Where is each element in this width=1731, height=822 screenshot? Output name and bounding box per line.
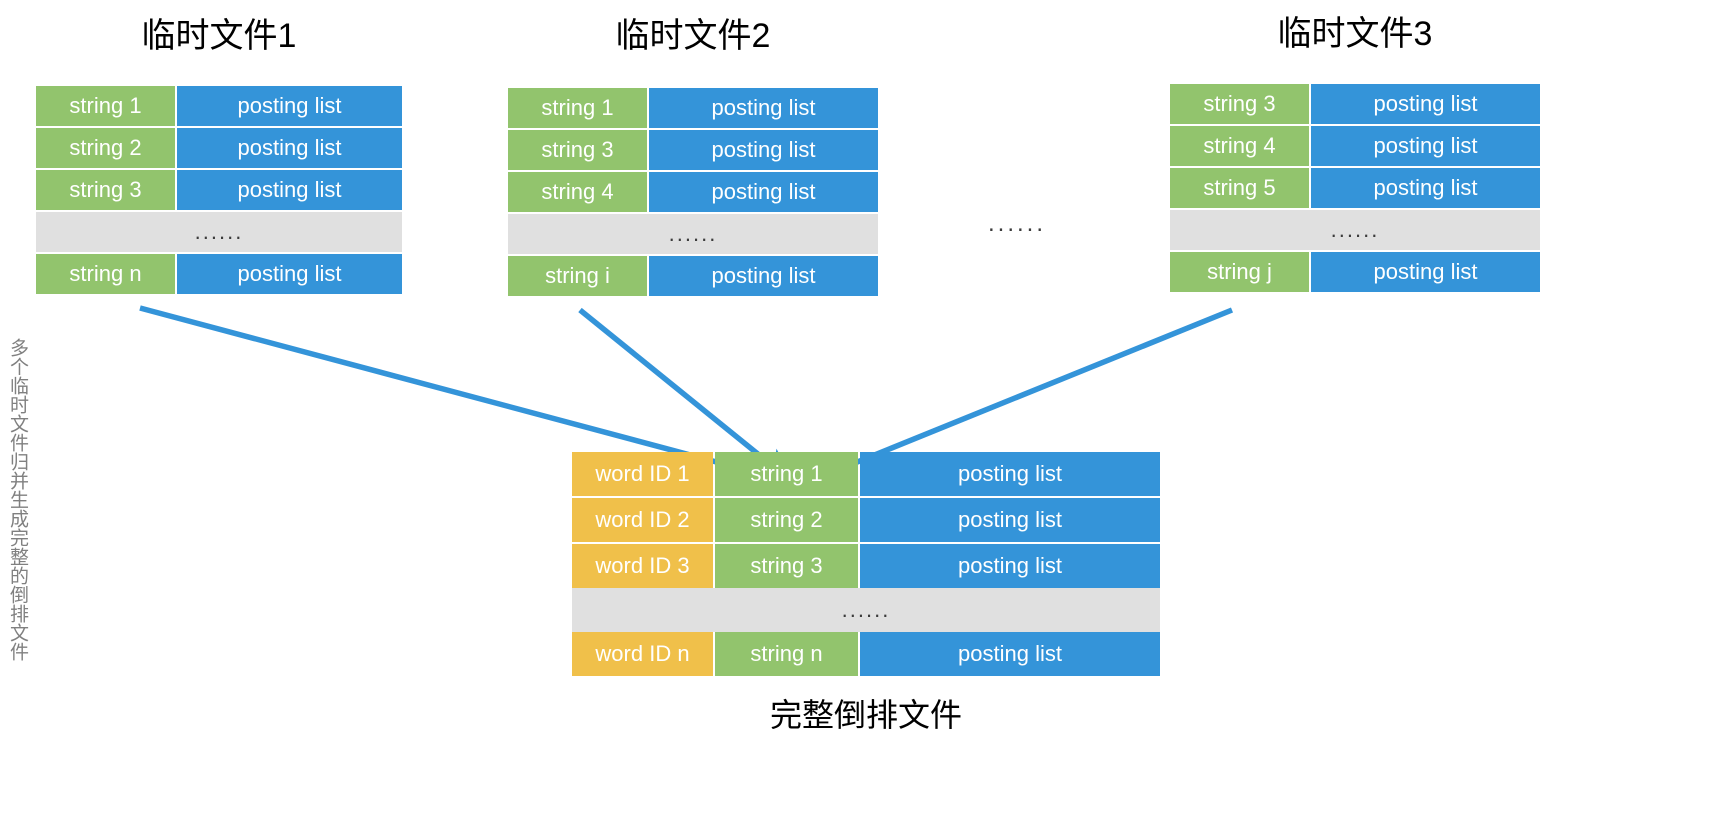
word-id-cell: word ID n — [572, 632, 713, 676]
temp-file-3-title: 临时文件3 — [1277, 15, 1433, 53]
table-row[interactable]: word ID 3 string 3 posting list — [572, 544, 1160, 588]
table-row[interactable]: string 1 posting list — [36, 86, 402, 126]
string-cell: string 2 — [36, 128, 175, 168]
table-row[interactable]: word ID 2 string 2 posting list — [572, 498, 1160, 542]
posting-list-cell: posting list — [649, 172, 878, 212]
string-cell: string 3 — [36, 170, 175, 210]
table-row-ellipsis: ...... — [508, 214, 878, 254]
between-files-ellipsis: ...... — [988, 210, 1047, 237]
table-row[interactable]: string 5 posting list — [1170, 168, 1540, 208]
ellipsis-label: ...... — [36, 212, 402, 252]
string-cell: string 1 — [36, 86, 175, 126]
posting-list-cell: posting list — [1311, 84, 1540, 124]
posting-list-cell: posting list — [1311, 168, 1540, 208]
merged-inverted-file-table: word ID 1 string 1 posting list word ID … — [572, 452, 1160, 676]
string-cell: string 3 — [1170, 84, 1309, 124]
string-cell: string 1 — [508, 88, 647, 128]
posting-list-cell: posting list — [649, 256, 878, 296]
string-cell: string 3 — [715, 544, 858, 588]
table-row[interactable]: string 1 posting list — [508, 88, 878, 128]
posting-list-cell: posting list — [177, 86, 402, 126]
string-cell: string 2 — [715, 498, 858, 542]
string-cell: string 4 — [1170, 126, 1309, 166]
posting-list-cell: posting list — [1311, 252, 1540, 292]
temp-file-1-table: string 1 posting list string 2 posting l… — [36, 86, 402, 294]
temp-file-3-table: string 3 posting list string 4 posting l… — [1170, 84, 1540, 292]
string-cell: string 1 — [715, 452, 858, 496]
string-cell: string 4 — [508, 172, 647, 212]
posting-list-cell: posting list — [860, 632, 1160, 676]
posting-list-cell: posting list — [649, 130, 878, 170]
table-row[interactable]: string 3 posting list — [508, 130, 878, 170]
posting-list-cell: posting list — [649, 88, 878, 128]
table-row[interactable]: string 4 posting list — [1170, 126, 1540, 166]
posting-list-cell: posting list — [860, 498, 1160, 542]
posting-list-cell: posting list — [860, 544, 1160, 588]
string-cell: string i — [508, 256, 647, 296]
table-row[interactable]: string 3 posting list — [1170, 84, 1540, 124]
merged-file-caption: 完整倒排文件 — [769, 697, 962, 733]
table-row[interactable]: string 4 posting list — [508, 172, 878, 212]
word-id-cell: word ID 2 — [572, 498, 713, 542]
posting-list-cell: posting list — [860, 452, 1160, 496]
table-row[interactable]: string n posting list — [36, 254, 402, 294]
word-id-cell: word ID 1 — [572, 452, 713, 496]
ellipsis-label: ...... — [1170, 210, 1540, 250]
temp-file-1-title: 临时文件1 — [141, 17, 297, 55]
posting-list-cell: posting list — [177, 170, 402, 210]
table-row[interactable]: string 3 posting list — [36, 170, 402, 210]
string-cell: string n — [715, 632, 858, 676]
table-row[interactable]: word ID 1 string 1 posting list — [572, 452, 1160, 496]
string-cell: string 3 — [508, 130, 647, 170]
table-row-ellipsis: ...... — [36, 212, 402, 252]
posting-list-cell: posting list — [177, 254, 402, 294]
posting-list-cell: posting list — [177, 128, 402, 168]
table-row-ellipsis: ...... — [572, 588, 1160, 632]
string-cell: string j — [1170, 252, 1309, 292]
table-row-ellipsis: ...... — [1170, 210, 1540, 250]
string-cell: string n — [36, 254, 175, 294]
table-row[interactable]: string j posting list — [1170, 252, 1540, 292]
table-row[interactable]: string i posting list — [508, 256, 878, 296]
table-row[interactable]: word ID n string n posting list — [572, 632, 1160, 676]
string-cell: string 5 — [1170, 168, 1309, 208]
temp-file-2-title: 临时文件2 — [615, 17, 771, 55]
word-id-cell: word ID 3 — [572, 544, 713, 588]
ellipsis-label: ...... — [572, 588, 1160, 632]
temp-file-2-table: string 1 posting list string 3 posting l… — [508, 88, 878, 296]
posting-list-cell: posting list — [1311, 126, 1540, 166]
side-annotation-label: 多个临时文件归并生成完整的倒排文件 — [7, 338, 28, 661]
table-row[interactable]: string 2 posting list — [36, 128, 402, 168]
ellipsis-label: ...... — [508, 214, 878, 254]
